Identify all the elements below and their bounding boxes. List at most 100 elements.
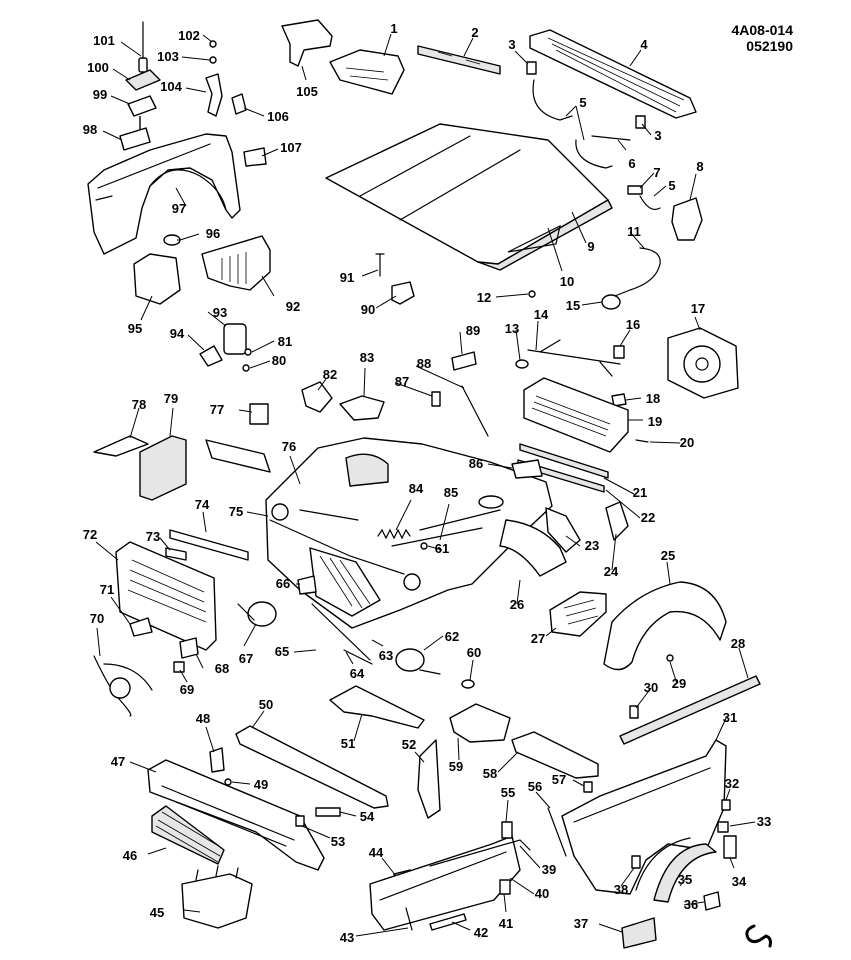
part-13-grommet xyxy=(515,359,529,369)
callout-69: 69 xyxy=(180,682,194,697)
callout-54: 54 xyxy=(360,809,375,824)
callout-96: 96 xyxy=(206,226,220,241)
callout-40: 40 xyxy=(535,886,549,901)
callout-88: 88 xyxy=(417,356,431,371)
part-30-clip xyxy=(629,705,639,719)
callout-59: 59 xyxy=(449,759,463,774)
part-32-clip xyxy=(721,799,731,811)
part-103-nut xyxy=(209,56,217,64)
part-52-bracket xyxy=(417,739,441,819)
callout-13: 13 xyxy=(505,321,519,336)
part-40-rocker-panel xyxy=(369,835,521,931)
callout-91: 91 xyxy=(340,270,354,285)
callout-46: 46 xyxy=(123,848,137,863)
callout-68: 68 xyxy=(215,661,229,676)
part-33-clip xyxy=(717,821,729,833)
callout-44: 44 xyxy=(369,845,384,860)
callout-39: 39 xyxy=(542,862,556,877)
callout-42: 42 xyxy=(474,925,488,940)
part-67-horn xyxy=(237,601,277,627)
part-16-connector xyxy=(613,345,625,359)
part-74-support xyxy=(169,529,249,561)
callout-5a: 5 xyxy=(579,95,586,110)
part-72-radiator-core xyxy=(115,541,217,651)
callout-81: 81 xyxy=(278,334,292,349)
callout-74: 74 xyxy=(195,497,210,512)
callout-17: 17 xyxy=(691,301,705,316)
part-65-rod xyxy=(311,603,371,661)
callout-70: 70 xyxy=(90,611,104,626)
callout-79: 79 xyxy=(164,391,178,406)
part-80-nut xyxy=(242,364,250,372)
part-81-screw xyxy=(244,348,252,356)
part-71-bracket xyxy=(129,617,153,637)
callout-37: 37 xyxy=(574,916,588,931)
part-28-molding xyxy=(619,675,761,745)
callout-80: 80 xyxy=(272,353,286,368)
part-48-clip xyxy=(209,747,225,773)
part-99-bracket xyxy=(127,95,157,130)
callout-86: 86 xyxy=(469,456,483,471)
callout-14: 14 xyxy=(534,307,549,322)
part-7-fitting xyxy=(627,185,643,195)
callout-85: 85 xyxy=(444,485,458,500)
callout-numbers: 1 2 3 3 4 5 5 6 7 8 9 10 11 12 13 14 15 … xyxy=(83,21,771,945)
callout-11: 11 xyxy=(627,224,641,239)
callout-76: 76 xyxy=(282,439,296,454)
part-102-bolt xyxy=(209,40,217,48)
part-68-bracket xyxy=(179,637,199,659)
callout-65: 65 xyxy=(275,644,289,659)
part-69-clip xyxy=(173,661,185,673)
part-86-bracket xyxy=(511,459,543,479)
part-73-bracket xyxy=(165,547,187,561)
callout-23: 23 xyxy=(585,538,599,553)
part-100-antenna-base xyxy=(125,69,161,91)
part-11-cable xyxy=(603,247,661,301)
callout-87: 87 xyxy=(395,374,409,389)
part-84-spring xyxy=(377,528,411,540)
part-5-hose-c xyxy=(639,195,661,211)
callout-57: 57 xyxy=(552,772,566,787)
part-94-bracket xyxy=(199,345,223,367)
callout-56: 56 xyxy=(528,779,542,794)
diagram-header: 4A08-014 052190 xyxy=(732,22,794,54)
part-19-radiator xyxy=(523,377,629,453)
part-27-splash-shield xyxy=(549,591,607,637)
part-70-horn xyxy=(109,677,131,699)
callout-6: 6 xyxy=(628,156,635,171)
part-39-seal xyxy=(429,839,531,867)
part-106-clip xyxy=(231,93,247,115)
part-89-bracket xyxy=(451,351,477,371)
callout-7: 7 xyxy=(653,165,660,180)
callout-64: 64 xyxy=(350,666,365,681)
part-8-reservoir xyxy=(671,197,703,241)
part-21-seal-strip xyxy=(519,443,609,479)
callout-105: 105 xyxy=(296,84,318,99)
part-95-washer-tank xyxy=(133,253,181,305)
part-53-clip xyxy=(295,815,305,827)
callout-77: 77 xyxy=(210,402,224,417)
part-29-screw xyxy=(666,654,674,662)
part-90-latch xyxy=(391,281,415,305)
callout-29: 29 xyxy=(672,676,686,691)
callout-48: 48 xyxy=(196,711,210,726)
diagram-code: 4A08-014 xyxy=(731,22,794,38)
callout-106: 106 xyxy=(267,109,289,124)
part-34-lamp xyxy=(723,835,737,859)
callout-28: 28 xyxy=(731,636,745,651)
part-35-wheel-flare xyxy=(653,843,717,903)
callout-90: 90 xyxy=(361,302,375,317)
callout-95: 95 xyxy=(128,321,142,336)
callout-53: 53 xyxy=(331,834,345,849)
callout-83: 83 xyxy=(360,350,374,365)
callout-101: 101 xyxy=(93,33,115,48)
callout-31: 31 xyxy=(723,710,737,725)
part-104-hinge xyxy=(205,73,223,117)
part-61-screw xyxy=(420,542,428,550)
part-82-bracket xyxy=(301,381,333,413)
part-17-fan-shroud xyxy=(667,327,739,399)
callout-78: 78 xyxy=(132,397,146,412)
part-18-clip xyxy=(611,393,627,407)
callout-100: 100 xyxy=(87,60,109,75)
